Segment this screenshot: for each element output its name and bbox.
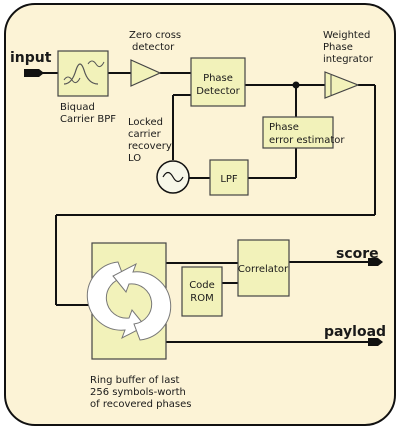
sine-oscillator-icon <box>156 160 190 194</box>
wires <box>40 72 376 343</box>
phase-error-label-1: Phase <box>269 122 299 133</box>
triangle-amplifier-icon <box>130 59 162 87</box>
correlator-label: Correlator <box>238 264 289 275</box>
lpf-label: LPF <box>220 174 238 185</box>
ring-buffer-block <box>86 242 172 360</box>
code-rom-label-2: ROM <box>190 293 213 304</box>
weighted-phase-label-1: Weighted <box>323 30 370 41</box>
ring-buffer-label-3: of recovered phases <box>90 399 192 410</box>
junction-dot <box>292 81 300 89</box>
arrow-terminal-icon <box>24 69 44 77</box>
triangle-integrator-icon <box>324 71 360 99</box>
zero-cross-label-2: detector <box>132 42 175 53</box>
weighted-phase-label-3: integrator <box>323 54 374 65</box>
locked-lo-label-3: recovery <box>128 141 172 152</box>
phase-error-estimator-block: Phase error estimator <box>262 116 345 149</box>
phase-error-label-2: error estimator <box>269 135 345 146</box>
locked-lo-label-4: LO <box>128 153 141 164</box>
bandpass-filter-icon <box>63 60 105 85</box>
phase-detector-label-2: Detector <box>196 86 240 97</box>
locked-lo-label-1: Locked <box>128 117 163 128</box>
ring-buffer-label-1: Ring buffer of last <box>90 375 180 386</box>
phase-detector-label-1: Phase <box>203 73 233 84</box>
lpf-block: LPF <box>209 159 249 196</box>
code-rom-label-1: Code <box>189 280 215 291</box>
biquad-label-1: Biquad <box>60 102 95 113</box>
biquad-bpf-block <box>57 50 109 97</box>
score-label: score <box>336 246 379 262</box>
biquad-label-2: Carrier BPF <box>60 114 116 125</box>
zero-cross-label-1: Zero cross <box>129 30 181 41</box>
input-label: input <box>10 50 52 66</box>
phase-detector-block: Phase Detector <box>190 57 246 107</box>
arrow-terminal-icon <box>368 258 383 266</box>
payload-label: payload <box>324 324 386 340</box>
ring-buffer-label-2: 256 symbols-worth <box>90 387 186 398</box>
circular-arrows-icon <box>86 261 172 341</box>
weighted-phase-label-2: Phase <box>323 42 353 53</box>
locked-lo-label-2: carrier <box>128 129 162 140</box>
correlator-block: Correlator <box>237 239 290 297</box>
code-rom-block: Code ROM <box>181 266 223 317</box>
arrow-terminal-icon <box>368 338 383 346</box>
